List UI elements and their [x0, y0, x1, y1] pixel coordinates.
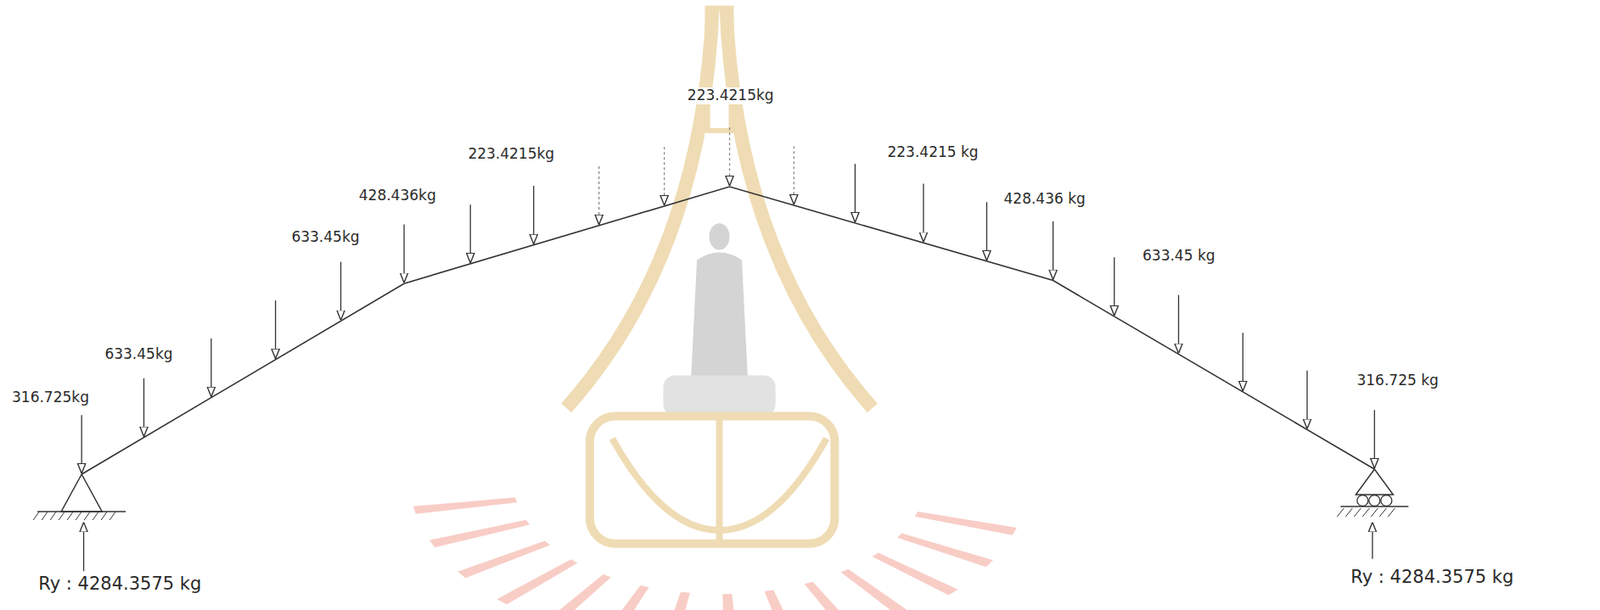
- logo-statue: [709, 223, 730, 250]
- load-label: 223.4215 kg: [885, 144, 980, 162]
- logo-ray: [872, 552, 959, 596]
- watermark-logo: [413, 8, 1017, 610]
- load-label: 633.45kg: [289, 229, 361, 247]
- load-label: 633.45 kg: [1140, 247, 1218, 265]
- logo-ray: [841, 569, 914, 610]
- reaction-arrow: [1371, 522, 1373, 560]
- load-label: 428.436 kg: [1002, 190, 1088, 208]
- logo-ray: [722, 594, 738, 610]
- load-label: 223.4215kg: [465, 145, 556, 163]
- logo-emblem: [589, 415, 836, 544]
- load-arrow: [1113, 257, 1115, 316]
- logo-ray: [600, 585, 650, 610]
- load-arrow: [922, 184, 924, 243]
- reaction-label: Ry : 4284.3575 kg: [36, 573, 203, 595]
- reaction-arrow: [83, 522, 85, 573]
- logo-ray: [915, 511, 1017, 536]
- load-arrow: [854, 163, 856, 223]
- logo-statue: [690, 252, 748, 383]
- load-arrow: [1306, 370, 1308, 430]
- load-arrow: [663, 146, 665, 206]
- logo-ray: [764, 590, 802, 610]
- load-arrow: [1374, 409, 1376, 469]
- load-arrow: [1178, 295, 1179, 354]
- load-arrow: [729, 127, 730, 186]
- logo-pedestal: [662, 375, 775, 416]
- load-arrow: [533, 185, 534, 245]
- load-arrow: [470, 204, 472, 264]
- logo-ray: [661, 592, 691, 610]
- logo-ray: [496, 559, 578, 605]
- load-arrow: [1052, 221, 1054, 281]
- load-label: 316.725 kg: [1354, 372, 1440, 390]
- reaction-label: Ry : 4284.3575 kg: [1348, 567, 1516, 588]
- roller-support: [1336, 469, 1409, 517]
- load-arrow: [340, 262, 342, 321]
- load-arrow: [81, 415, 83, 474]
- load-label: 633.45kg: [102, 346, 175, 364]
- logo-ray: [544, 574, 612, 610]
- logo-ray: [457, 540, 551, 579]
- load-label: 428.436kg: [357, 187, 438, 205]
- load-arrow: [275, 300, 276, 360]
- logo-spire: [707, 8, 732, 131]
- load-arrow: [210, 338, 212, 398]
- load-arrow: [143, 378, 145, 438]
- pin-support: [33, 474, 126, 521]
- rafter-line: [81, 186, 1375, 475]
- load-arrow: [598, 166, 600, 225]
- logo-ray: [897, 533, 994, 568]
- logo-tower: [566, 8, 713, 409]
- load-label: 316.725kg: [10, 389, 91, 407]
- logo-ray: [429, 520, 530, 548]
- logo-tower: [726, 8, 873, 409]
- load-arrow: [403, 224, 405, 283]
- load-arrow: [986, 202, 988, 261]
- load-arrow: [793, 145, 795, 205]
- logo-emblem: [611, 418, 826, 541]
- load-arrow: [1242, 332, 1244, 392]
- logo-ray: [413, 497, 517, 515]
- load-label: 223.4215kg: [685, 87, 776, 105]
- logo-ray: [804, 582, 860, 610]
